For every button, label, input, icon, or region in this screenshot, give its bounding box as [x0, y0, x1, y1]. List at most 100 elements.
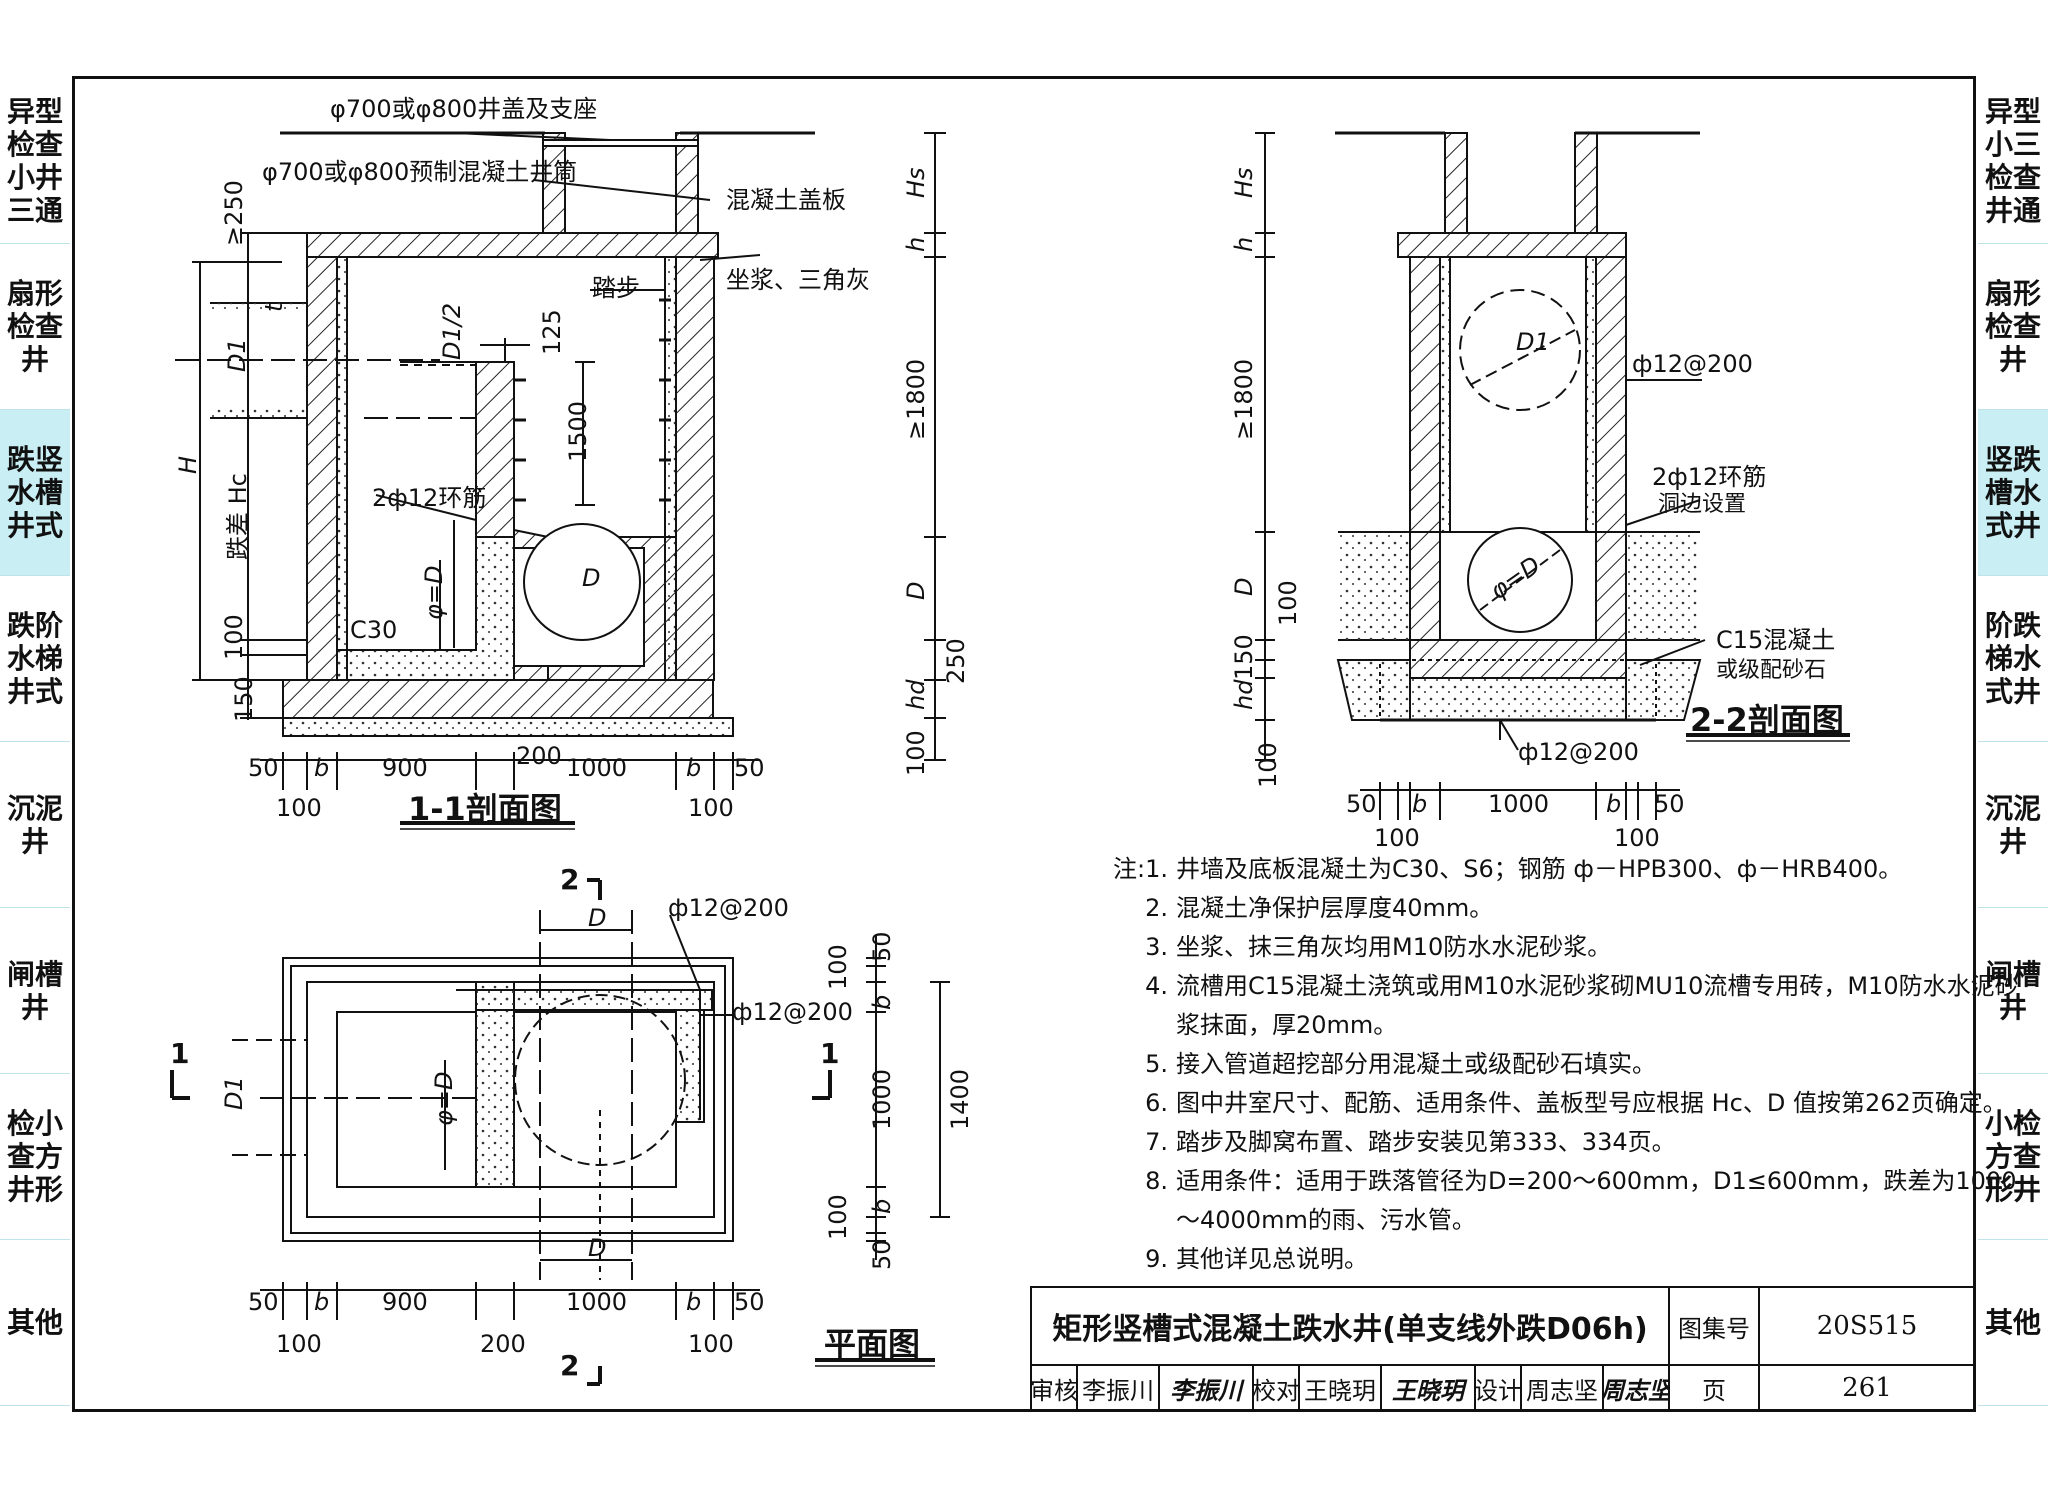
section-2-2-drawing	[1255, 131, 1706, 820]
outlet-diameter-label: φ=D	[430, 1071, 458, 1126]
note-item: 浆抹面，厚20mm。	[1112, 1006, 1972, 1045]
dim-100-right: 100	[688, 1330, 734, 1358]
mortar-label: 坐浆、三角灰	[726, 266, 870, 294]
note-number: 2.	[1145, 894, 1168, 922]
outlet-diameter-label: φ=D	[420, 565, 448, 620]
sidebar-tab-other[interactable]: 其他	[1978, 1240, 2048, 1406]
dim-1000: 1000	[566, 754, 628, 782]
sidebar-tab-gate-slot[interactable]: 闸槽井	[0, 908, 70, 1074]
dim-150: 150	[230, 676, 258, 722]
section-1-1-title: 1-1剖面图	[408, 790, 562, 828]
dim-50b: 50	[868, 1239, 896, 1270]
dim-100b: 100	[824, 1194, 852, 1240]
dim-hs: Hs	[1230, 167, 1258, 198]
note-number: 注:1.	[1113, 855, 1168, 883]
dim-250: 250	[942, 638, 970, 684]
dim-100-right: 100	[1614, 824, 1660, 852]
dim-900: 900	[382, 754, 428, 782]
dim-50: 50	[1346, 790, 1377, 818]
tab-label: 跌阶水梯井式	[6, 609, 63, 708]
sidebar-tab-sediment[interactable]: 沉泥井	[1978, 742, 2048, 908]
sidebar-tab-stepped-drop[interactable]: 跌阶水梯井式	[0, 576, 70, 742]
dim-100: 100	[824, 944, 852, 990]
designer-name: 周志坚	[1520, 1364, 1604, 1412]
title-block: 矩形竖槽式混凝土跌水井(单支线外跌D06h) 图集号 20S515 审核 李振川…	[1030, 1286, 1976, 1412]
dim-d: D	[1230, 577, 1258, 596]
note-text: 浆抹面，厚20mm。	[1176, 1011, 1398, 1039]
reviewer-signature: 李振川	[1158, 1364, 1254, 1412]
dim-h: h	[902, 236, 930, 252]
dim-h: h	[1230, 236, 1258, 252]
dim-b2: b	[686, 754, 702, 782]
note-number: 3.	[1145, 933, 1168, 961]
section-1-1-drawing	[175, 131, 946, 790]
tab-label: 闸槽井	[1984, 957, 2041, 1024]
note-item: 7.踏步及脚窝布置、踏步安装见第333、334页。	[1112, 1123, 1972, 1162]
tab-label: 扇形检查井	[6, 277, 63, 376]
checker-signature: 王晓玥	[1380, 1364, 1476, 1412]
tab-label: 扇形检查井	[1984, 277, 2041, 376]
dim-b2: b	[686, 1288, 702, 1316]
tab-label: 其他	[1984, 1306, 2041, 1339]
note-number: 9.	[1145, 1245, 1168, 1273]
drawing-frame	[72, 76, 1976, 1412]
riser-label: φ700或φ800预制混凝土井筒	[262, 158, 578, 186]
dim-1000: 1000	[566, 1288, 628, 1316]
tab-label: 闸槽井	[6, 957, 63, 1024]
review-label: 审核	[1030, 1364, 1078, 1412]
sidebar-tab-vertical-drop[interactable]: 跌竖水槽井式	[0, 410, 70, 576]
ring-note-label: 洞边设置	[1658, 492, 1747, 517]
tab-label: 阶跌梯水式井	[1984, 609, 2041, 708]
sidebar-tab-special-junction[interactable]: 异型小三检查井通	[1978, 78, 2048, 244]
sidebar-tab-special-junction[interactable]: 异型检查小井三通	[0, 78, 70, 244]
sidebar-tab-vertical-drop[interactable]: 竖跌槽水式井	[1978, 410, 2048, 576]
rebar-right-label: ф12@200	[732, 998, 853, 1026]
dim-1000: 1000	[868, 1068, 896, 1130]
pipe-d-label: D	[582, 564, 601, 592]
note-number	[1112, 1201, 1176, 1240]
sidebar-tab-small-square[interactable]: 小检方查形井	[1978, 1074, 2048, 1240]
sidebar-tab-stepped-drop[interactable]: 阶跌梯水式井	[1978, 576, 2048, 742]
cut-mark-bottom: 2	[560, 1349, 580, 1382]
note-text: ～4000mm的雨、污水管。	[1176, 1206, 1476, 1234]
note-number: 4.	[1145, 972, 1168, 1000]
note-item: 3.坐浆、抹三角灰均用M10防水水泥砂浆。	[1112, 928, 1972, 967]
dim-100-right: 100	[688, 794, 734, 822]
atlas-number: 20S515	[1758, 1286, 1976, 1366]
dim-50r: 50	[734, 1288, 765, 1316]
check-label: 校对	[1252, 1364, 1300, 1412]
dim-d: D	[902, 581, 930, 600]
right-sidebar: 异型小三检查井通 扇形检查井 竖跌槽水式井 阶跌梯水式井 沉泥井 闸槽井 小检方…	[1978, 0, 2048, 1488]
dim-200: 200	[516, 742, 562, 770]
half-inlet-label: D1/2	[438, 302, 466, 360]
sidebar-tab-other[interactable]: 其他	[0, 1240, 70, 1406]
dim-150: 150	[1230, 634, 1258, 680]
designer-signature: 周志坚	[1602, 1364, 1670, 1412]
dim-100-left: 100	[1374, 824, 1420, 852]
dim-900: 900	[382, 1288, 428, 1316]
dim-50: 50	[248, 754, 279, 782]
sidebar-tab-fan-manhole[interactable]: 扇形检查井	[0, 244, 70, 410]
note-item: ～4000mm的雨、污水管。	[1112, 1201, 1972, 1240]
sidebar-tab-gate-slot[interactable]: 闸槽井	[1978, 908, 2048, 1074]
cut-mark-left: 1	[170, 1037, 190, 1070]
note-number	[1112, 1006, 1176, 1045]
rebar-top-label: ф12@200	[668, 894, 789, 922]
note-text: 流槽用C15混凝土浇筑或用M10水泥砂浆砌MU10流槽专用砖，M10防水水泥砂	[1176, 972, 2019, 1000]
dim-1800: ≥1800	[1230, 358, 1258, 440]
tab-label: 小检方查形井	[1984, 1107, 2041, 1206]
sidebar-tab-fan-manhole[interactable]: 扇形检查井	[1978, 244, 2048, 410]
dim-1400: 1400	[946, 1068, 974, 1130]
height-h-label: H	[174, 455, 202, 474]
sidebar-tab-small-square[interactable]: 检小查方井形	[0, 1074, 70, 1240]
note-item: 注:1.井墙及底板混凝土为C30、S6；钢筋 ф－HPB300、ф－HRB400…	[1112, 850, 1972, 889]
slab-label: 混凝土盖板	[726, 186, 846, 214]
note-number: 8.	[1145, 1167, 1168, 1195]
dim-100: 100	[220, 614, 248, 660]
dim-1800: ≥1800	[902, 358, 930, 440]
dim-200: 200	[480, 1330, 526, 1358]
plan-title: 平面图	[824, 1325, 921, 1363]
dim-hs: Hs	[902, 167, 930, 198]
sidebar-tab-sediment[interactable]: 沉泥井	[0, 742, 70, 908]
